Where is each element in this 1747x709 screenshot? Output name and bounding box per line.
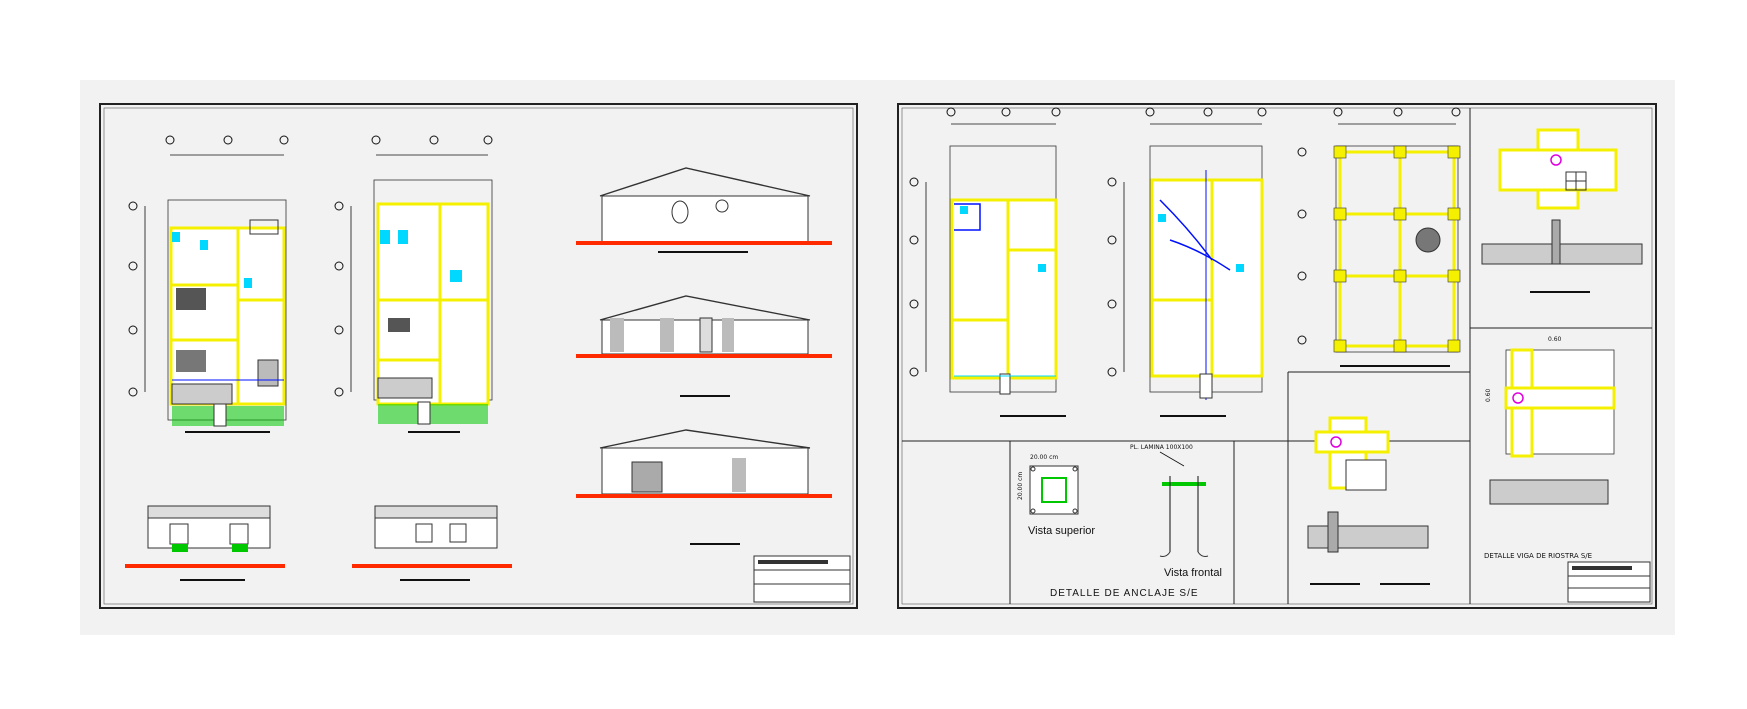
detalle-viga-label: DETALLE VIGA DE RIOSTRA S/E (1484, 552, 1592, 560)
left-sheet (99, 103, 858, 609)
floor-plan-architectural (128, 135, 289, 433)
paper-background (80, 80, 1675, 635)
right-sheet: 0.60 0.60 DETALLE VIGA DE RIOSTRA S/E 20… (897, 103, 1657, 609)
anchorage-detail: 20.00 cm 20.00 cm Vista superior PL. LAM… (1017, 444, 1222, 599)
beam-detail: 0.60 0.60 DETALLE VIGA DE RIOSTRA S/E (1484, 336, 1616, 560)
dim-side-label: 0.60 (1485, 388, 1492, 402)
anchor-plate-note: PL. LAMINA 100X100 (1130, 444, 1193, 451)
floor-plan-distribution (334, 135, 493, 433)
foundation-plan (1297, 107, 1461, 367)
detalle-anclaje-title: DETALLE DE ANCLAJE S/E (1050, 588, 1199, 599)
left-sheet-frame (99, 103, 858, 609)
right-sheet-frame (897, 103, 1657, 609)
vista-superior-label: Vista superior (1028, 525, 1095, 537)
vista-frontal-label: Vista frontal (1164, 567, 1222, 579)
installations-plan-1 (909, 107, 1066, 417)
installations-plan-2 (1107, 107, 1267, 417)
anchor-side-dim: 20.00 cm (1017, 472, 1024, 500)
lateral-elevation-top (576, 167, 832, 253)
section-elevation-bottom (576, 429, 832, 545)
title-block-right (1567, 561, 1651, 603)
front-elevation-1 (125, 505, 285, 581)
anchor-top-dim: 20.00 cm (1030, 454, 1058, 461)
footing-detail (1307, 416, 1430, 585)
column-detail-top (1481, 128, 1643, 293)
dim-top-label: 0.60 (1548, 336, 1562, 343)
front-elevation-2 (352, 505, 512, 581)
section-elevation-middle (576, 295, 832, 397)
title-block-left (753, 555, 851, 603)
